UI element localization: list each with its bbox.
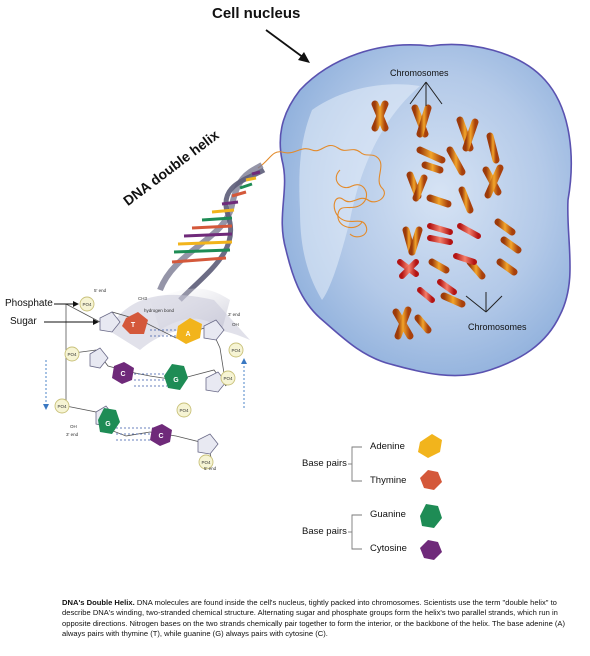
ch3-label: CH3	[138, 296, 147, 301]
chromosomes-label-bottom: Chromosomes	[468, 322, 527, 332]
dna-thread	[257, 144, 385, 238]
phosphate-group	[220, 370, 236, 386]
svg-text:C: C	[158, 433, 163, 440]
legend-group-label: Base pairs	[302, 526, 347, 537]
guanine-swatch	[420, 504, 442, 528]
phosphate-label: Phosphate	[5, 298, 53, 309]
legend-item-adenine: Adenine	[370, 441, 405, 452]
three-end-label: 3' end	[66, 432, 79, 437]
oh-label: OH	[232, 322, 239, 327]
chromosome-arrows	[409, 81, 503, 313]
po4-label: PO4	[67, 352, 77, 357]
base-cytosine: C	[112, 362, 134, 384]
five-end-label: 5' end	[204, 466, 217, 471]
svg-text:A: A	[185, 331, 190, 338]
caption-body: DNA molecules are found inside the cell'…	[62, 598, 566, 639]
svg-text:T: T	[131, 322, 136, 329]
cell-nucleus	[279, 43, 572, 377]
sugar-label: Sugar	[10, 316, 37, 327]
nucleus-pointer-arrow	[265, 29, 310, 63]
legend-item-thymine: Thymine	[370, 475, 407, 486]
phosphate-group	[228, 342, 244, 358]
three-end-label: 3' end	[228, 312, 241, 317]
oh-label: OH	[70, 424, 77, 429]
base-thymine: T	[122, 312, 148, 334]
thymine-swatch	[420, 470, 442, 490]
po4-label: PO4	[57, 404, 67, 409]
base-guanine: G	[98, 408, 120, 434]
phosphate-group	[64, 346, 80, 362]
chromosome-cluster	[371, 100, 522, 340]
five-end-label: 5' end	[94, 288, 107, 293]
base-guanine: G	[164, 364, 188, 390]
po4-label: PO4	[82, 302, 92, 307]
legend-item-cytosine: Cytosine	[370, 543, 407, 554]
svg-text:G: G	[105, 421, 111, 428]
chromosomes-label-top: Chromosomes	[390, 68, 449, 78]
cytosine-swatch	[420, 540, 442, 560]
po4-label: PO4	[179, 408, 189, 413]
base-cytosine: C	[150, 424, 172, 446]
dna-double-helix	[108, 162, 266, 350]
po4-label: PO4	[231, 348, 241, 353]
svg-text:C: C	[120, 371, 125, 378]
legend-item-guanine: Guanine	[370, 509, 406, 520]
po4-label: PO4	[223, 376, 233, 381]
base-adenine: A	[176, 318, 202, 344]
figure-caption: DNA's Double Helix. DNA molecules are fo…	[62, 598, 574, 640]
chemical-detail: PO4 PO4 PO4 PO4 PO4 PO4 PO4 5' end 5' en…	[43, 288, 247, 471]
adenine-swatch	[418, 434, 442, 458]
po4-label: PO4	[201, 460, 211, 465]
nucleus-title: Cell nucleus	[212, 5, 301, 22]
svg-text:G: G	[173, 377, 179, 384]
phosphate-group	[54, 398, 70, 414]
phosphate-group	[176, 402, 192, 418]
phosphate-group	[79, 296, 95, 312]
hydrogen-bond-label: hydrogen bond	[144, 308, 175, 313]
base-pairs-legend	[348, 434, 442, 560]
legend-group-label: Base pairs	[302, 458, 347, 469]
phosphate-group	[198, 454, 214, 470]
caption-heading: DNA's Double Helix.	[62, 598, 135, 607]
